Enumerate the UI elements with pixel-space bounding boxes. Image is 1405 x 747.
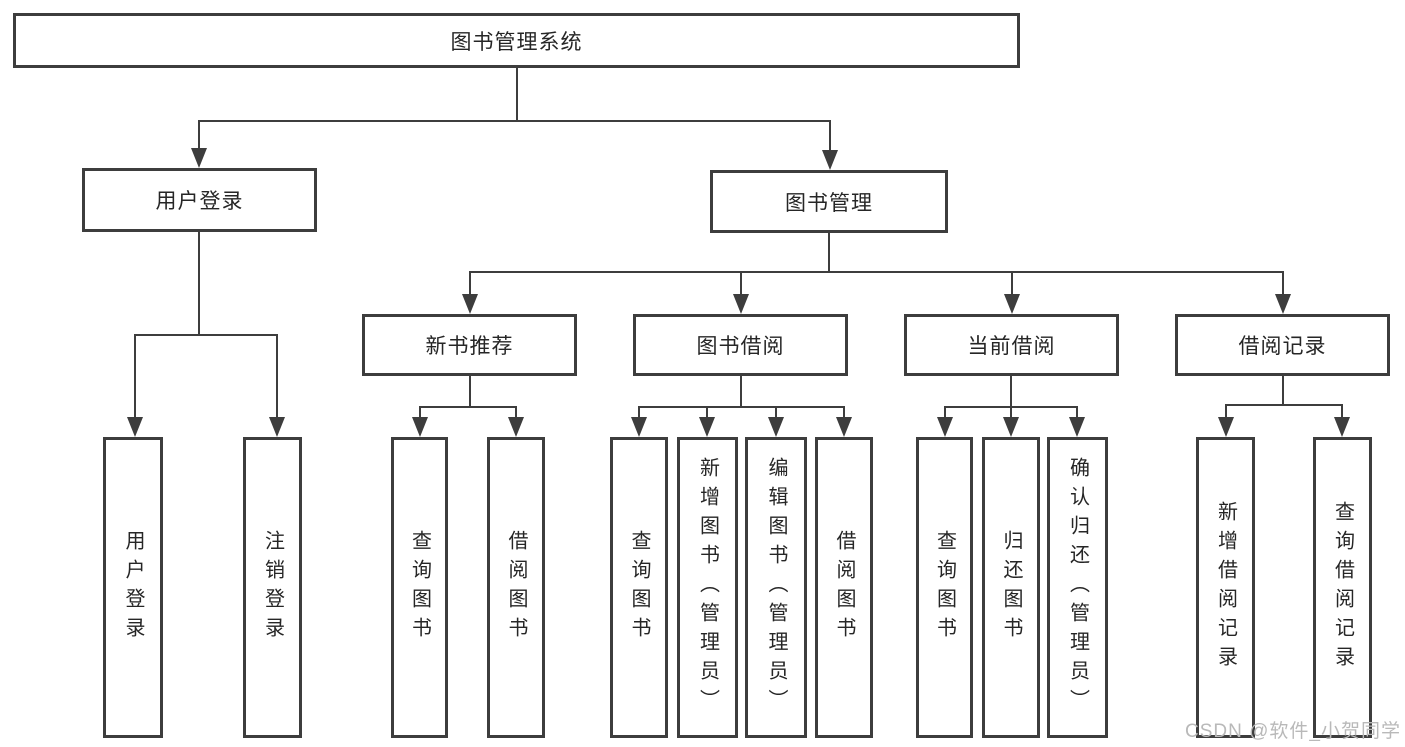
node-label: 图书管理 (785, 191, 873, 215)
node-book-management: 图书管理 (710, 170, 948, 233)
connector-stem (469, 376, 471, 408)
leaf-query-books-3: 查询图书 (916, 437, 973, 738)
arrowhead (1069, 417, 1085, 437)
arrowhead (1218, 417, 1234, 437)
leaf-logout: 注销登录 (243, 437, 302, 738)
arrowhead (1004, 294, 1020, 314)
leaf-label: 归还图书 (1000, 529, 1022, 646)
node-borrowing-records: 借阅记录 (1175, 314, 1390, 376)
arrowhead (836, 417, 852, 437)
leaf-label: 新增借阅记录 (1214, 500, 1237, 675)
leaf-edit-books-admin: 编辑图书（管理员） (745, 437, 807, 738)
leaf-label: 借阅图书 (505, 529, 527, 646)
node-new-book-recommend: 新书推荐 (362, 314, 577, 376)
node-current-borrowing: 当前借阅 (904, 314, 1119, 376)
connector-arm (1225, 404, 1227, 417)
leaf-label: 用户登录 (122, 529, 144, 646)
connector-book-mgmt-stem (828, 233, 830, 273)
connector-root-stem (516, 68, 518, 122)
leaf-add-books-admin: 新增图书（管理员） (677, 437, 738, 738)
connector-stem (1282, 376, 1284, 406)
connector-bar (638, 406, 845, 408)
connector-arm (706, 406, 708, 417)
leaf-label: 注销登录 (261, 529, 284, 646)
connector-level3-bar (469, 271, 1283, 273)
arrowhead (699, 417, 715, 437)
leaf-borrow-books-2: 借阅图书 (815, 437, 873, 738)
connector-arm (1011, 271, 1013, 294)
connector-arm (1010, 406, 1012, 417)
connector-user-login-bar (134, 334, 278, 336)
node-user-login: 用户登录 (82, 168, 317, 232)
leaf-return-books: 归还图书 (982, 437, 1040, 738)
connector-arm (1341, 404, 1343, 417)
connector-user-login-stem (198, 232, 200, 336)
leaf-label: 确认归还（管理员） (1066, 457, 1089, 718)
arrowhead (127, 417, 143, 437)
node-label: 当前借阅 (967, 335, 1056, 358)
leaf-query-books-1: 查询图书 (391, 437, 448, 738)
connector-arm (740, 271, 742, 294)
connector-stem (740, 376, 742, 408)
arrowhead (508, 417, 524, 437)
node-label: 新书推荐 (425, 335, 514, 358)
leaf-query-borrow-record: 查询借阅记录 (1313, 437, 1372, 738)
connector-arm (1076, 406, 1078, 417)
connector-arm (1282, 271, 1284, 294)
node-label: 用户登录 (155, 190, 244, 213)
arrowhead (462, 294, 478, 314)
node-label: 图书借阅 (696, 335, 785, 358)
connector-bar (419, 406, 517, 408)
connector-arm (843, 406, 845, 417)
leaf-borrow-books-1: 借阅图书 (487, 437, 545, 738)
arrowhead (412, 417, 428, 437)
connector-arm (775, 406, 777, 417)
leaf-label: 查询图书 (408, 529, 431, 646)
connector-arm (638, 406, 640, 417)
arrowhead (191, 148, 207, 168)
leaf-label: 编辑图书（管理员） (765, 457, 787, 718)
node-label: 借阅记录 (1238, 335, 1327, 358)
leaf-label: 查询图书 (933, 529, 956, 646)
connector-arm (469, 271, 471, 294)
leaf-label: 借阅图书 (833, 529, 855, 646)
leaf-label: 新增图书（管理员） (696, 457, 719, 718)
connector-level2-bar (198, 120, 831, 122)
connector-bar (1225, 404, 1343, 406)
arrowhead (768, 417, 784, 437)
leaf-add-borrow-record: 新增借阅记录 (1196, 437, 1255, 738)
arrowhead (631, 417, 647, 437)
connector-arm (419, 406, 421, 417)
leaf-label: 查询借阅记录 (1331, 500, 1354, 675)
leaf-label: 查询图书 (628, 529, 650, 646)
node-library-management-system: 图书管理系统 (13, 13, 1020, 68)
arrowhead (1003, 417, 1019, 437)
connector-stem (1010, 376, 1012, 408)
node-book-borrowing: 图书借阅 (633, 314, 848, 376)
arrowhead (1275, 294, 1291, 314)
arrowhead (733, 294, 749, 314)
csdn-watermark: CSDN @软件_小贺同学 (1185, 721, 1401, 742)
connector-arm (134, 334, 136, 417)
connector-arm (276, 334, 278, 417)
connector-arm (944, 406, 946, 417)
arrowhead (937, 417, 953, 437)
leaf-confirm-return-admin: 确认归还（管理员） (1047, 437, 1108, 738)
arrowhead (1334, 417, 1350, 437)
leaf-query-books-2: 查询图书 (610, 437, 668, 738)
connector-arm (198, 120, 200, 150)
connector-arm (515, 406, 517, 417)
arrowhead (822, 150, 838, 170)
connector-arm (829, 120, 831, 152)
arrowhead (269, 417, 285, 437)
leaf-user-login: 用户登录 (103, 437, 163, 738)
node-label: 图书管理系统 (450, 30, 583, 54)
